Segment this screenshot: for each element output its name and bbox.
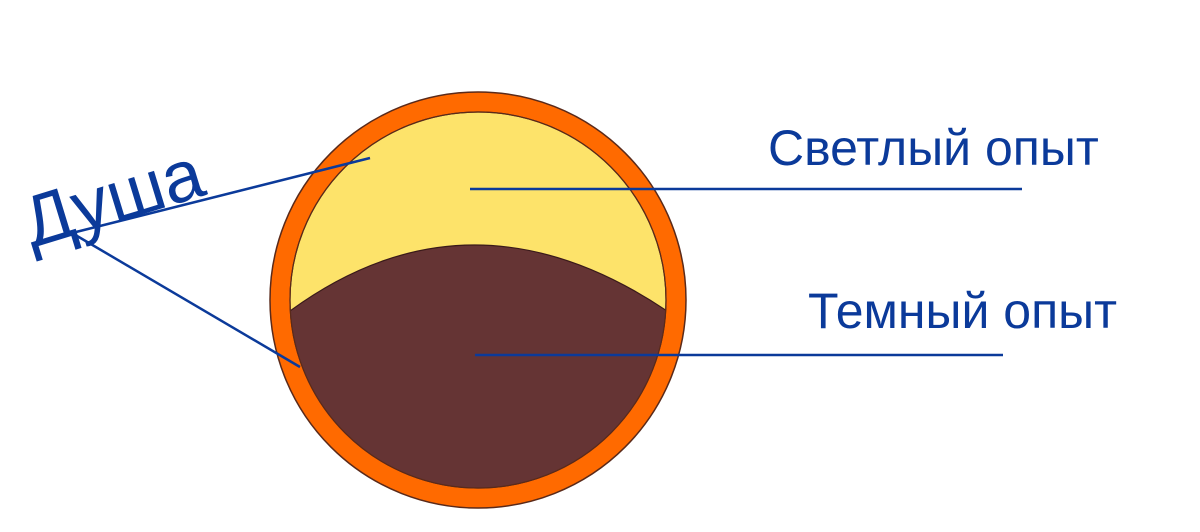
soul-pointer-line-lower bbox=[71, 231, 301, 369]
dark-experience-region bbox=[290, 244, 666, 488]
soul-label: Душа bbox=[13, 133, 213, 264]
dark-experience-label: Темный опыт bbox=[808, 283, 1117, 339]
light-experience-label: Светлый опыт bbox=[768, 120, 1099, 176]
soul-pointer-line-upper bbox=[71, 156, 371, 235]
